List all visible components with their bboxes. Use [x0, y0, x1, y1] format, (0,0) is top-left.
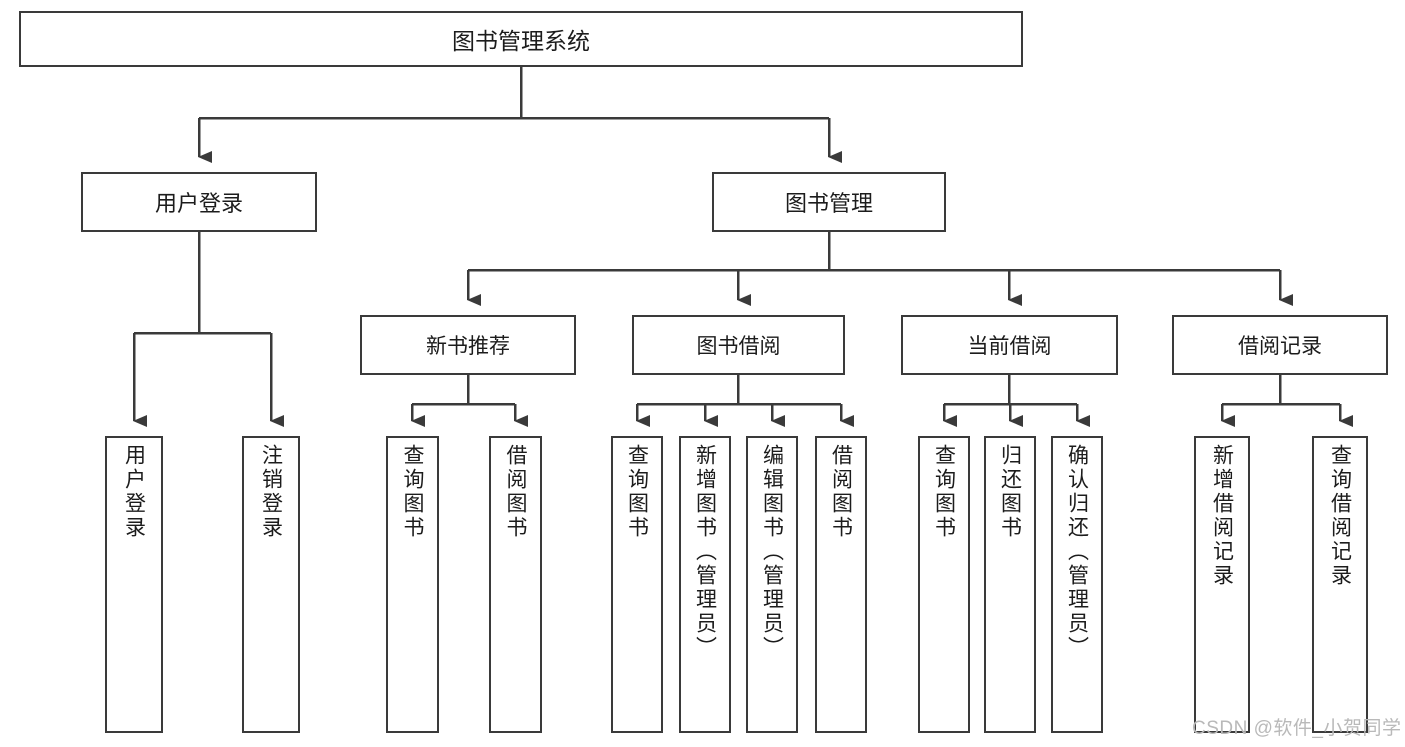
node-leaf-user-login[interactable]: 用户登录 [105, 436, 163, 733]
csdn-watermark: CSDN @软件_小贺同学 [1192, 718, 1402, 739]
node-leaf-edit-book-label: 编辑图书（管理员） [760, 444, 784, 660]
node-current-borrow[interactable]: 当前借阅 [901, 315, 1118, 375]
node-leaf-borrow-book-rec-label: 借阅图书 [504, 444, 527, 540]
node-leaf-query-book-rec-label: 查询图书 [401, 444, 424, 540]
node-leaf-query-book-rec[interactable]: 查询图书 [386, 436, 439, 733]
node-book-borrow[interactable]: 图书借阅 [632, 315, 845, 375]
node-new-book-rec-label: 新书推荐 [426, 335, 510, 358]
node-book-manage-label: 图书管理 [784, 191, 873, 216]
node-leaf-add-record[interactable]: 新增借阅记录 [1194, 436, 1250, 733]
node-user-login-label: 用户登录 [154, 191, 243, 216]
node-borrow-record-label: 借阅记录 [1238, 335, 1322, 358]
node-new-book-rec[interactable]: 新书推荐 [360, 315, 576, 375]
node-leaf-query-book-cur-label: 查询图书 [932, 444, 956, 540]
node-user-login[interactable]: 用户登录 [81, 172, 317, 232]
node-leaf-logout[interactable]: 注销登录 [242, 436, 300, 733]
node-leaf-query-record-label: 查询借阅记录 [1328, 444, 1352, 588]
node-leaf-add-book[interactable]: 新增图书（管理员） [679, 436, 731, 733]
node-leaf-logout-label: 注销登录 [259, 444, 283, 540]
node-leaf-edit-book[interactable]: 编辑图书（管理员） [746, 436, 798, 733]
node-leaf-query-book-cur[interactable]: 查询图书 [918, 436, 970, 733]
node-leaf-borrow-book[interactable]: 借阅图书 [815, 436, 867, 733]
node-leaf-borrow-book-rec[interactable]: 借阅图书 [489, 436, 542, 733]
node-leaf-query-record[interactable]: 查询借阅记录 [1312, 436, 1368, 733]
node-leaf-add-record-label: 新增借阅记录 [1210, 444, 1234, 588]
node-leaf-return-book[interactable]: 归还图书 [984, 436, 1036, 733]
node-root-label: 图书管理系统 [452, 28, 590, 54]
node-current-borrow-label: 当前借阅 [967, 335, 1052, 358]
node-leaf-borrow-book-label: 借阅图书 [829, 444, 853, 540]
node-leaf-confirm-return[interactable]: 确认归还（管理员） [1051, 436, 1103, 733]
node-leaf-user-login-label: 用户登录 [122, 444, 146, 540]
node-leaf-confirm-return-label: 确认归还（管理员） [1065, 444, 1089, 660]
node-borrow-record[interactable]: 借阅记录 [1172, 315, 1388, 375]
node-leaf-query-book-borrow[interactable]: 查询图书 [611, 436, 663, 733]
node-leaf-return-book-label: 归还图书 [998, 444, 1022, 540]
node-book-manage[interactable]: 图书管理 [712, 172, 946, 232]
node-root[interactable]: 图书管理系统 [19, 11, 1023, 67]
node-leaf-query-book-borrow-label: 查询图书 [625, 444, 649, 540]
node-leaf-add-book-label: 新增图书（管理员） [693, 444, 717, 660]
node-book-borrow-label: 图书借阅 [696, 335, 781, 358]
